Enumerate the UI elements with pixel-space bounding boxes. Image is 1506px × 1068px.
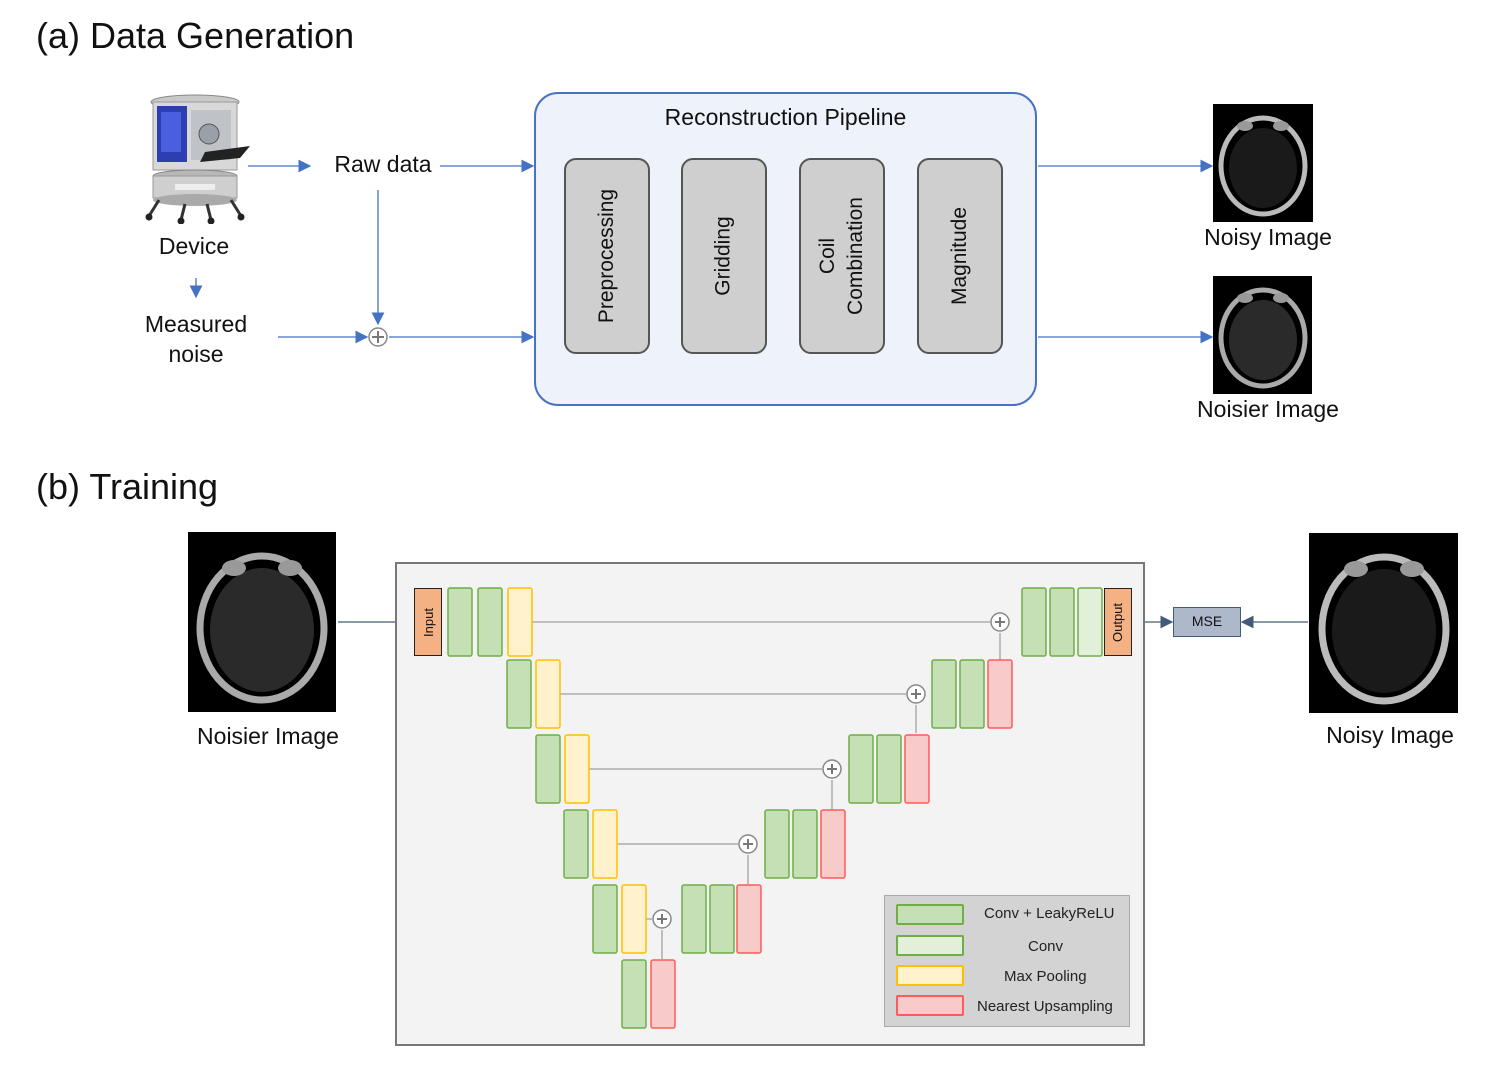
legend-swatch-conv-leakyrelu bbox=[896, 904, 964, 925]
sum-node-icon bbox=[368, 327, 388, 347]
unet-layer-block bbox=[848, 734, 874, 804]
skip-sum-icon bbox=[822, 759, 842, 779]
legend-swatch-conv bbox=[896, 935, 964, 956]
output-block: Output bbox=[1104, 588, 1132, 656]
target-image-label: Noisy Image bbox=[1326, 722, 1454, 748]
unet-layer-block bbox=[621, 884, 647, 954]
output-block-label: Output bbox=[1110, 602, 1126, 642]
noisier-image-a bbox=[1213, 276, 1312, 394]
device-icon bbox=[145, 92, 253, 225]
noisy-image-label-a: Noisy Image bbox=[1204, 224, 1332, 250]
unet-layer-block bbox=[820, 809, 846, 879]
unet-layer-block bbox=[535, 659, 561, 729]
unet-layer-block bbox=[764, 809, 790, 879]
section-a-title: (a) Data Generation bbox=[36, 15, 355, 56]
legend-swatch-nearest-upsampling bbox=[896, 995, 964, 1016]
noisy-image-a bbox=[1213, 104, 1313, 222]
unet-layer-block bbox=[709, 884, 735, 954]
raw-data-label: Raw data bbox=[334, 151, 432, 177]
unet-layer-block bbox=[904, 734, 930, 804]
unet-layer-block bbox=[477, 587, 503, 657]
unet-layer-block bbox=[564, 734, 590, 804]
unet-layer-block bbox=[931, 659, 957, 729]
unet-layer-block bbox=[736, 884, 762, 954]
unet-layer-block bbox=[876, 734, 902, 804]
unet-layer-block bbox=[506, 659, 532, 729]
skip-sum-icon bbox=[738, 834, 758, 854]
stage-preprocessing: Preprocessing bbox=[564, 158, 650, 354]
mse-loss-block: MSE bbox=[1173, 607, 1241, 637]
unet-layer-block bbox=[1021, 587, 1047, 657]
legend-label: Nearest Upsampling bbox=[977, 998, 1113, 1015]
skip-sum-icon bbox=[652, 909, 672, 929]
unet-layer-block bbox=[621, 959, 647, 1029]
unet-layer-block bbox=[535, 734, 561, 804]
legend-label: Max Pooling bbox=[1004, 968, 1087, 985]
unet-layer-block bbox=[592, 884, 618, 954]
legend-label: Conv + LeakyReLU bbox=[984, 905, 1115, 922]
skip-sum-icon bbox=[990, 612, 1010, 632]
unet-layer-block bbox=[507, 587, 533, 657]
unet-layer-block bbox=[1077, 587, 1103, 657]
measured-noise-label: Measured noise bbox=[144, 311, 248, 367]
legend-label: Conv bbox=[1028, 938, 1064, 955]
pipeline-title: Reconstruction Pipeline bbox=[664, 104, 907, 130]
stage-magnitude: Magnitude bbox=[917, 158, 1003, 354]
input-block: Input bbox=[414, 588, 442, 656]
unet-layer-block bbox=[681, 884, 707, 954]
unet-layer-block bbox=[1049, 587, 1075, 657]
device-label: Device bbox=[158, 233, 230, 259]
unet-layer-block bbox=[987, 659, 1013, 729]
section-b-title: (b) Training bbox=[36, 466, 219, 507]
input-image-label: Noisier Image bbox=[197, 723, 339, 749]
input-noisier-image bbox=[188, 532, 336, 712]
stage-coil-combination: Coil Combination bbox=[799, 158, 885, 354]
noisier-image-label-a: Noisier Image bbox=[1197, 396, 1339, 422]
unet-layer-block bbox=[959, 659, 985, 729]
legend-swatch-max-pooling bbox=[896, 965, 964, 986]
target-noisy-image bbox=[1309, 533, 1458, 713]
unet-layer-block bbox=[447, 587, 473, 657]
unet-layer-block bbox=[792, 809, 818, 879]
unet-layer-block bbox=[592, 809, 618, 879]
unet-layer-block bbox=[650, 959, 676, 1029]
stage-gridding: Gridding bbox=[681, 158, 767, 354]
skip-sum-icon bbox=[906, 684, 926, 704]
unet-layer-block bbox=[563, 809, 589, 879]
input-block-label: Input bbox=[420, 607, 436, 637]
